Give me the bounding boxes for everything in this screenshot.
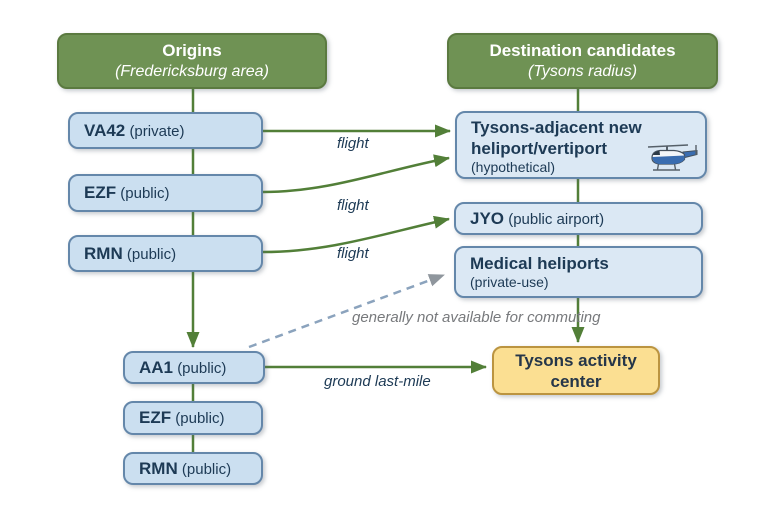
label-flight-1: flight <box>337 135 369 152</box>
node-rmn-note: (public) <box>126 245 177 263</box>
node-ezf-ground: EZF (public) <box>123 401 263 435</box>
node-rmn-code: RMN <box>84 243 123 263</box>
node-ezf-code: EZF <box>84 183 117 202</box>
activity-line1: Tysons activity <box>515 350 637 370</box>
heliport-note: (hypothetical) <box>471 159 556 175</box>
node-aa1: AA1 (public) <box>123 351 265 384</box>
destinations-header: Destination candidates (Tysons radius) <box>447 33 718 89</box>
activity-line2: center <box>550 371 602 391</box>
label-not-available: generally not available for commuting <box>352 309 601 326</box>
node-aa1-note: (public) <box>177 359 227 377</box>
node-jyo: JYO (public airport) <box>454 202 703 235</box>
node-heliport: Tysons-adjacent new heliport/vertiport (… <box>455 111 707 179</box>
dashed-arrow-aa1-medical <box>248 273 445 349</box>
destinations-subtitle: (Tysons radius) <box>527 63 638 80</box>
destinations-title: Destination candidates <box>489 41 676 60</box>
node-ezf-note: (public) <box>120 185 170 202</box>
node-va42: VA42 (private) <box>68 112 263 149</box>
node-va42-note: (private) <box>129 122 185 140</box>
medical-note: (private-use) <box>470 274 549 290</box>
node-ezf: EZF (public) <box>68 174 263 212</box>
node-medical-heliports: Medical heliports (private-use) <box>454 246 703 298</box>
node-aa1-code: AA1 <box>139 357 174 377</box>
node-tysons-activity-center: Tysons activity center <box>492 346 660 395</box>
origins-header: Origins (Fredericksburg area) <box>57 33 327 89</box>
node-rmn-ground: RMN (public) <box>123 452 263 485</box>
label-flight-2: flight <box>337 197 369 214</box>
node-ezf-ground-note: (public) <box>175 410 225 427</box>
origins-subtitle: (Fredericksburg area) <box>115 63 269 80</box>
origins-title: Origins <box>162 41 222 60</box>
medical-title: Medical heliports <box>470 254 609 273</box>
node-va42-code: VA42 <box>84 120 126 140</box>
arrow-flight-ezf-heliport <box>262 154 450 194</box>
arrow-flight-rmn-jyo <box>262 215 450 254</box>
helicopter-icon <box>647 144 698 171</box>
node-jyo-code: JYO <box>470 208 505 228</box>
label-flight-3: flight <box>337 245 369 262</box>
node-rmn-ground-code: RMN <box>139 458 178 478</box>
node-rmn: RMN (public) <box>68 235 263 272</box>
label-ground-last-mile: ground last-mile <box>324 373 431 390</box>
heliport-line1: Tysons-adjacent new <box>471 118 642 137</box>
heliport-line2: heliport/vertiport <box>471 139 608 158</box>
node-rmn-ground-note: (public) <box>181 460 232 478</box>
node-ezf-ground-code: EZF <box>139 408 172 427</box>
node-jyo-note: (public airport) <box>508 210 605 228</box>
